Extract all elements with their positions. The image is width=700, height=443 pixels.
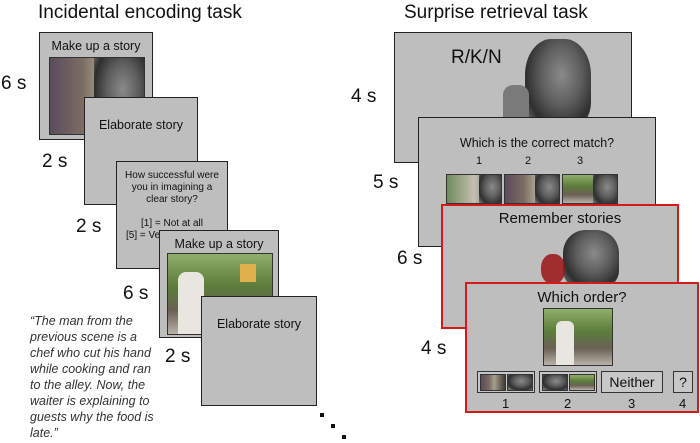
- rating-line: [1] = Not at all: [141, 218, 203, 229]
- man-face-image: [593, 175, 617, 203]
- ellipsis-dot: [320, 413, 324, 417]
- order-option-neither: Neither: [601, 371, 663, 393]
- duration-label: 5 s: [373, 172, 399, 193]
- option-number: 2: [525, 155, 532, 167]
- left-title: Incidental encoding task: [38, 2, 242, 23]
- duration-label: 4 s: [421, 338, 447, 359]
- duration-label: 2 s: [42, 151, 68, 172]
- man-face-image: [525, 39, 591, 129]
- remember-text: Remember stories: [498, 210, 622, 227]
- screen-5-text: Elaborate story: [216, 317, 302, 331]
- option-number: 2: [564, 396, 572, 411]
- encoding-screen-5: Elaborate story: [201, 296, 317, 406]
- duration-label: 2 s: [76, 216, 102, 237]
- duration-label: 6 s: [1, 73, 27, 94]
- option-number: 3: [577, 155, 584, 167]
- screen-4-text: Make up a story: [174, 237, 264, 251]
- bloody-hand-image: [541, 254, 565, 284]
- option-1-image: [446, 174, 502, 204]
- option-3-image: [562, 174, 618, 204]
- example-story-quote: “The man from the previous scene is a ch…: [30, 314, 154, 440]
- duration-label: 6 s: [123, 283, 149, 304]
- man-face-image: [535, 175, 559, 203]
- option-number: 1: [502, 396, 510, 411]
- waiter-figure: [178, 272, 204, 334]
- order-option-unknown: ?: [673, 371, 693, 393]
- option-number: 3: [628, 396, 636, 411]
- duration-label: 2 s: [165, 346, 191, 367]
- duration-label: 6 s: [397, 248, 423, 269]
- man-face-image: [479, 175, 501, 203]
- option-number: 1: [476, 155, 483, 167]
- option-2-image: [504, 174, 560, 204]
- rating-line: How successful were: [125, 170, 219, 181]
- screen-2-text: Elaborate story: [98, 118, 184, 132]
- retrieval-screen-order: Which order? Neither ? 1 2 3 4: [465, 282, 699, 413]
- lamp-figure: [240, 264, 256, 282]
- rating-line: you in imagining a: [131, 182, 213, 193]
- screen-1-text: Make up a story: [51, 39, 141, 53]
- rkn-text: R/K/N: [451, 47, 502, 68]
- duration-label: 4 s: [351, 86, 377, 107]
- ellipsis-dot: [342, 435, 346, 439]
- waiter-scene-image: [543, 308, 613, 366]
- match-question: Which is the correct match?: [459, 136, 615, 150]
- thumbnail-image: [480, 374, 506, 391]
- thumbnail-image: [542, 374, 568, 391]
- waiter-figure: [556, 321, 574, 365]
- man-face-image: [563, 230, 619, 288]
- ellipsis-dot: [331, 424, 335, 428]
- order-option-2: [539, 371, 597, 393]
- thumbnail-image: [507, 374, 533, 391]
- order-option-1: [477, 371, 535, 393]
- thumbnail-image: [569, 374, 595, 391]
- option-number: 4: [679, 396, 687, 411]
- order-question: Which order?: [537, 289, 627, 306]
- rating-line: clear story?: [146, 194, 198, 205]
- right-title: Surprise retrieval task: [404, 2, 588, 23]
- rating-spacer: [117, 206, 227, 218]
